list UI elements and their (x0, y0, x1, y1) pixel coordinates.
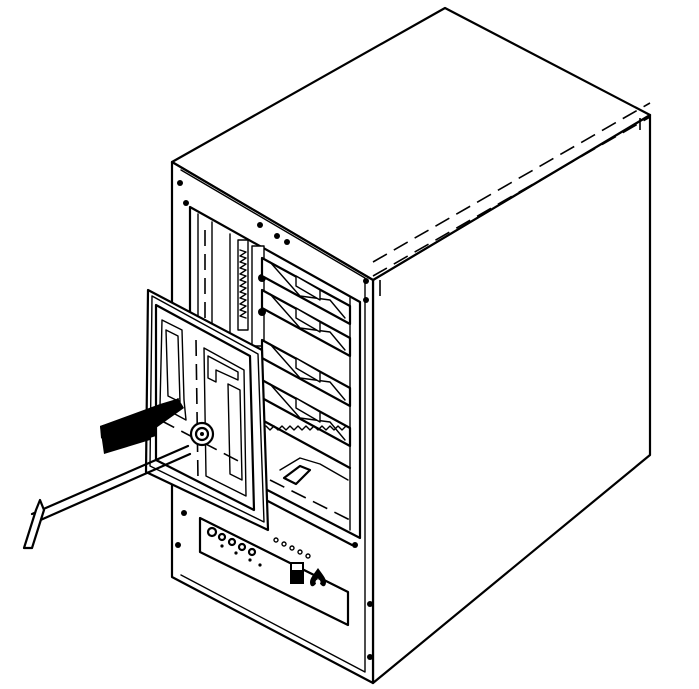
tray-key-icon[interactable] (22, 444, 192, 550)
front-bevel (180, 169, 366, 673)
push-arrow-icon (100, 398, 184, 454)
lock-icon[interactable] (189, 421, 215, 447)
front-screws (175, 180, 373, 660)
side-dash-2 (372, 116, 651, 277)
front-panel (198, 516, 350, 627)
empty-bay (260, 418, 354, 547)
tray-2 (260, 288, 352, 358)
disk-info-label (290, 562, 304, 584)
power-button-icon[interactable] (310, 568, 326, 587)
side-dash-1 (372, 102, 651, 263)
status-leds (206, 526, 311, 567)
tray-1 (260, 256, 352, 326)
